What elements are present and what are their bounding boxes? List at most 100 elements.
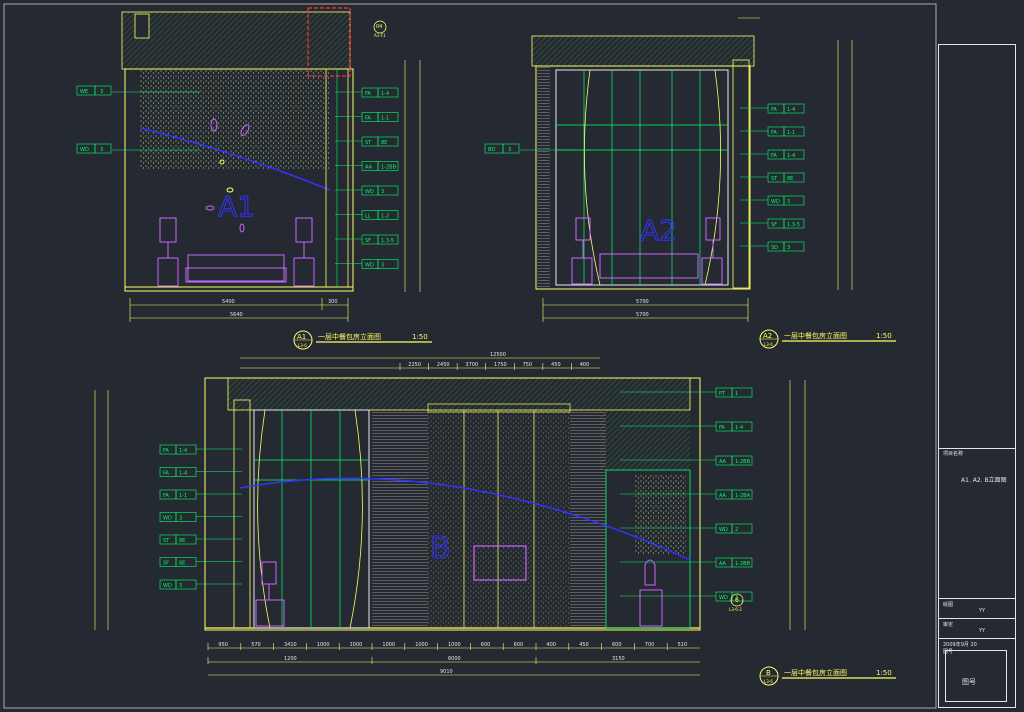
b-dim-top-total: 12500 bbox=[490, 352, 506, 358]
dim-value: 750 bbox=[523, 362, 533, 368]
a1-detail-bubble[interactable] bbox=[373, 20, 387, 34]
tag-num: 1.3-5 bbox=[787, 222, 800, 228]
tag-num: 1.3-5 bbox=[381, 238, 394, 244]
tag-num: 1-4 bbox=[787, 107, 795, 113]
tb-divider bbox=[939, 448, 1015, 449]
a2-left-tags bbox=[484, 143, 590, 154]
a1-dim-1: 5400 bbox=[222, 299, 235, 305]
b-wall-boundary bbox=[239, 477, 691, 561]
tag-code: AA bbox=[365, 165, 373, 171]
b-furniture bbox=[255, 559, 663, 627]
dim-value: 1000 bbox=[350, 642, 363, 648]
b-feature-wall bbox=[428, 410, 570, 628]
tb-checked-label: 审定 bbox=[943, 622, 954, 628]
tag-code: WD bbox=[719, 595, 728, 601]
b-section-bubble[interactable] bbox=[730, 593, 744, 607]
tag-num-box bbox=[731, 557, 753, 568]
dim-value: 600 bbox=[514, 642, 524, 648]
b-artwork[interactable] bbox=[473, 545, 527, 581]
tag-num: 1-4 bbox=[735, 425, 743, 431]
tag-num-box bbox=[731, 421, 753, 432]
tag-num: 2 bbox=[735, 527, 738, 533]
tag-code: AA bbox=[719, 493, 727, 499]
tag-num-box bbox=[175, 444, 197, 455]
a1-detail-tag: 04 bbox=[376, 24, 382, 30]
tag-num-box bbox=[377, 185, 399, 196]
a1-detail-callout[interactable] bbox=[307, 7, 351, 77]
a1-tag-1-code: WD bbox=[80, 147, 89, 153]
dim-value: 1000 bbox=[415, 642, 428, 648]
a2-left-panel bbox=[536, 66, 550, 289]
tag-num: 1-4 bbox=[179, 448, 187, 454]
sheet-number-box: 图号 bbox=[945, 650, 1007, 702]
a2-column bbox=[732, 59, 750, 289]
a2-dim-1: 5700 bbox=[636, 299, 649, 305]
b-view-scale: 1:50 bbox=[876, 669, 892, 677]
a2-tag-0-code: BD bbox=[488, 147, 495, 153]
a1-dim-total: 5640 bbox=[230, 312, 243, 318]
tb-project-title: A1. A2. B立面图 bbox=[961, 477, 1007, 484]
tag-num-box bbox=[783, 195, 805, 206]
sheet-number: 图号 bbox=[962, 678, 976, 686]
tag-num-box bbox=[377, 136, 399, 147]
a1-stone-wall bbox=[140, 69, 330, 169]
a2-view-title: 一层中餐包房立面图 bbox=[784, 331, 847, 340]
tb-drawn-value: YY bbox=[979, 608, 986, 614]
tag-num: 1-2BB bbox=[381, 165, 397, 171]
a2-ceiling-hatch bbox=[531, 35, 755, 67]
elevation-a1[interactable]: A1 5400 300 5640 04 A1-F1 WE 3 WD 3 bbox=[76, 7, 432, 350]
b-window-frame bbox=[253, 409, 370, 629]
tb-checked-value: YY bbox=[979, 628, 986, 634]
tag-num-box bbox=[783, 126, 805, 137]
tag-num: 1-2BB bbox=[735, 459, 751, 465]
tag-code: PT bbox=[719, 391, 726, 397]
tag-code: FA bbox=[771, 107, 777, 113]
tag-num: 1-4 bbox=[787, 153, 795, 159]
a1-ceiling-hatch bbox=[121, 11, 351, 70]
tag-num-box bbox=[175, 467, 197, 477]
tag-num-box bbox=[377, 259, 399, 269]
tag-num-box bbox=[175, 534, 197, 545]
dim-value: 450 bbox=[551, 362, 561, 368]
tag-code: FA bbox=[163, 471, 169, 477]
tag-num-box bbox=[783, 241, 805, 252]
tag-num: 8E bbox=[787, 176, 793, 182]
tag-num-box bbox=[783, 218, 805, 229]
tb-divider bbox=[939, 598, 1015, 599]
dim-value: 1000 bbox=[382, 642, 395, 648]
b-right-bulkhead bbox=[600, 410, 690, 470]
dim-value: 2250 bbox=[408, 362, 421, 368]
dim-value: 3410 bbox=[284, 642, 297, 648]
a1-beam bbox=[134, 13, 150, 39]
tag-num-box bbox=[783, 149, 805, 160]
a2-curtains bbox=[584, 69, 721, 286]
title-block: 项目名称 A1. A2. B立面图 绘图 YY 审定 YY 2009年9月 20… bbox=[938, 44, 1016, 708]
tag-num: 3 bbox=[381, 189, 384, 195]
a2-watermark: A2 bbox=[640, 214, 677, 247]
tag-code: FA bbox=[365, 116, 371, 122]
a1-view-label: A1 bbox=[297, 333, 306, 341]
tag-code: FA bbox=[719, 425, 725, 431]
tag-num: 1-1 bbox=[381, 116, 389, 122]
dim-value: 400 bbox=[580, 362, 590, 368]
tag-code: LL bbox=[365, 214, 371, 220]
tb-divider bbox=[939, 618, 1015, 619]
a1-left-tags bbox=[76, 85, 200, 154]
b-window-mullions bbox=[254, 410, 369, 628]
tag-num-box bbox=[175, 489, 197, 500]
b-feature-grid bbox=[427, 403, 571, 628]
dim-value: 510 bbox=[678, 642, 688, 648]
tag-code: WD bbox=[365, 189, 374, 195]
a1-tag-0-code: WE bbox=[80, 89, 88, 95]
a2-room-outline bbox=[535, 65, 751, 290]
dim-value: 400 bbox=[546, 642, 556, 648]
tag-num: 1 bbox=[735, 391, 738, 397]
tag-num-box bbox=[175, 557, 197, 567]
tag-code: FA bbox=[771, 153, 777, 159]
